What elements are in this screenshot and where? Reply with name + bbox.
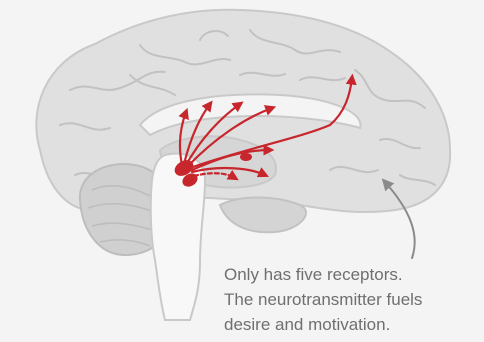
temporal-lobe xyxy=(220,198,306,233)
caption-line-3: desire and motivation. xyxy=(224,312,482,337)
caption-line-2: The neurotransmitter fuels xyxy=(224,287,482,312)
caption: Only has five receptors. The neurotransm… xyxy=(224,262,482,337)
caption-line-1: Only has five receptors. xyxy=(224,262,482,287)
nucleus-accumbens xyxy=(240,153,252,161)
